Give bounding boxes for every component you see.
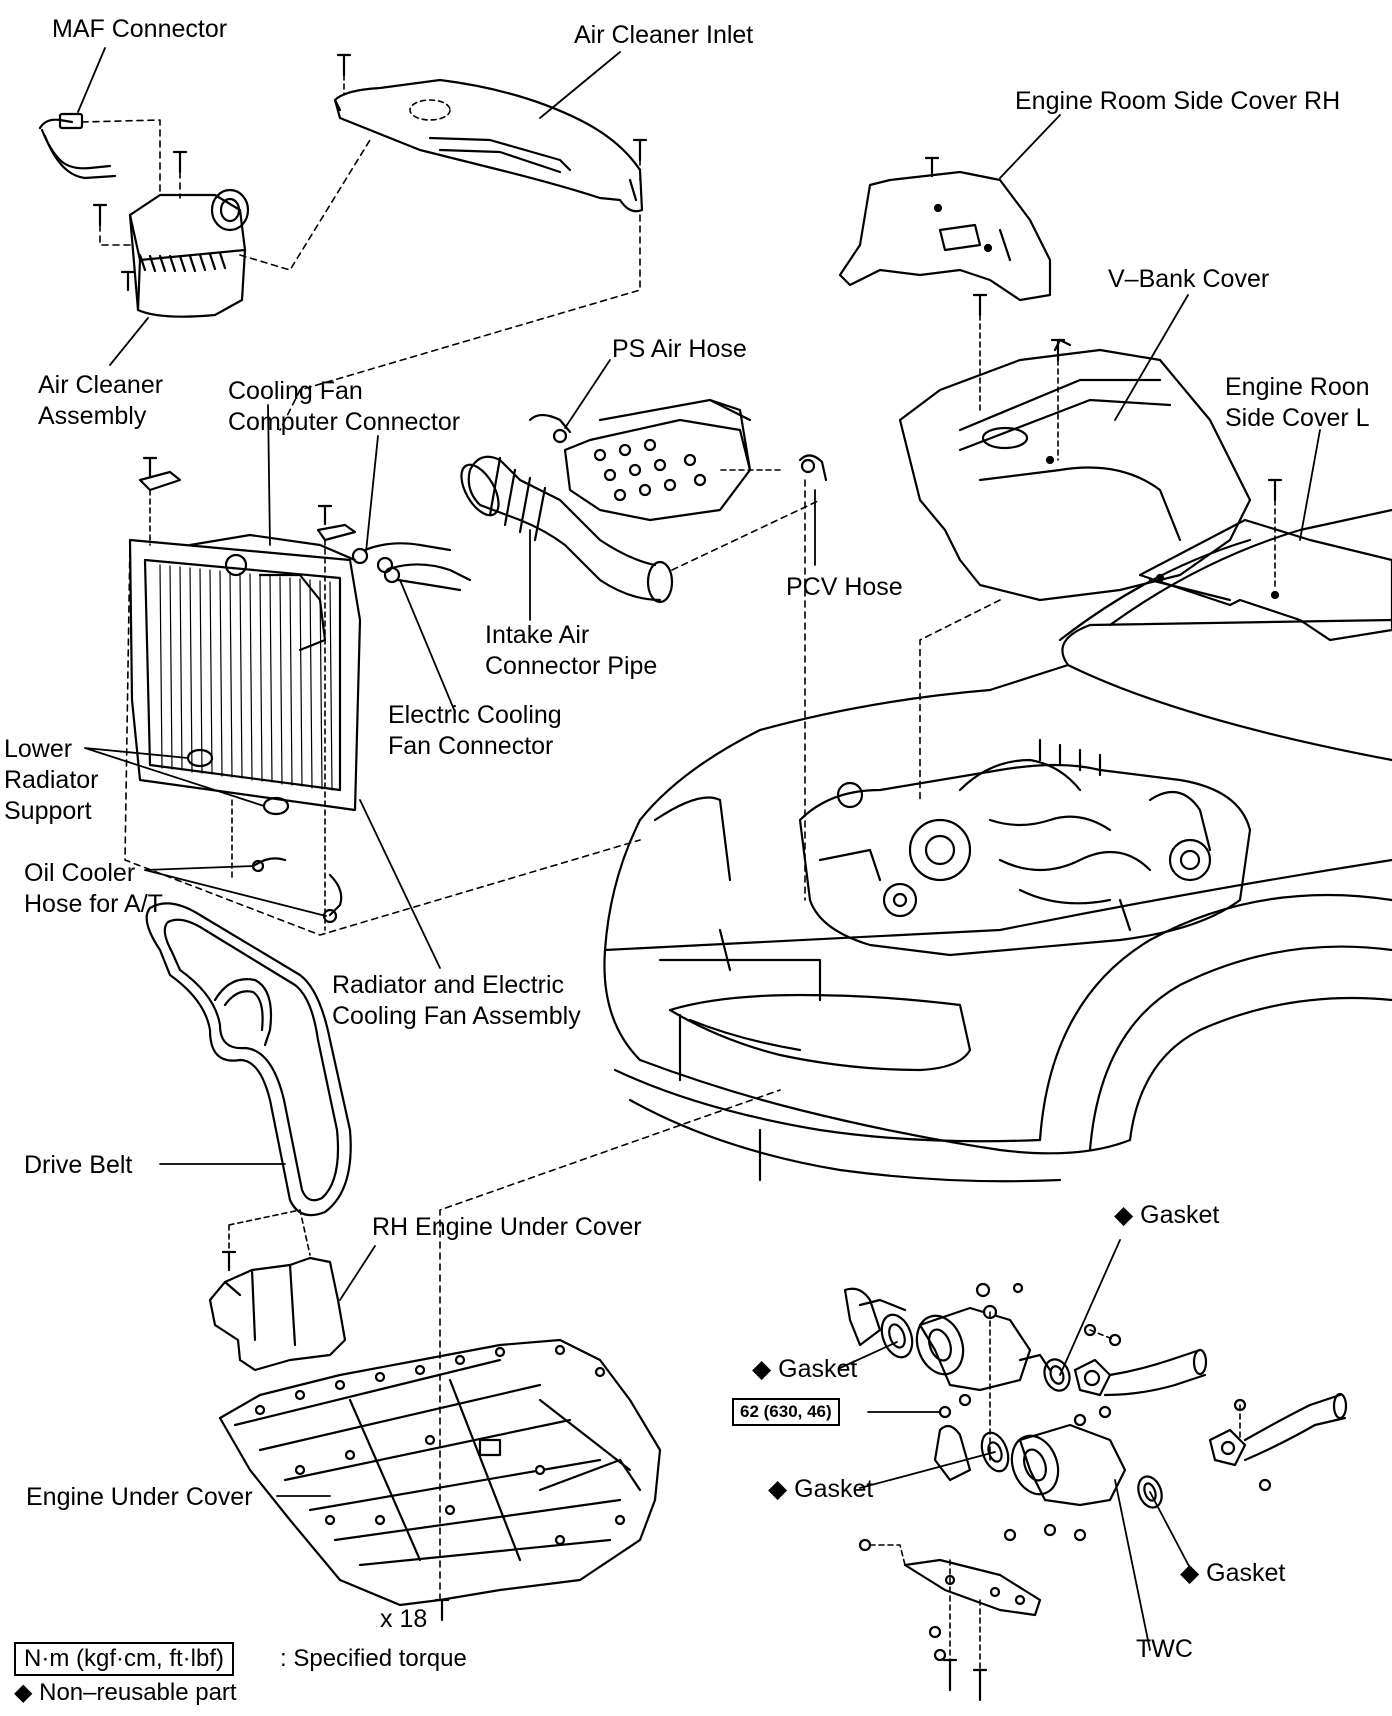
label-intake-air-connector-pipe-line1: Intake Air — [485, 621, 590, 649]
label-intake-air-connector-pipe-line2: Connector Pipe — [485, 652, 658, 680]
leader-lines — [77, 47, 1321, 1651]
v-bank-cover-drawing — [898, 338, 1252, 801]
label-cooling-fan-computer-connector-line1: Cooling Fan — [228, 377, 363, 405]
label-engine-room-side-cover-lh: Engine Roon Side Cover L — [1225, 372, 1370, 434]
label-radiator-fan-assembly-line1: Radiator and Electric — [332, 971, 565, 999]
car-body-outline — [603, 508, 1392, 1183]
engine-room-side-cover-rh-drawing — [838, 156, 1052, 411]
label-gasket-upper-right: ◆ Gasket — [1114, 1201, 1220, 1229]
label-radiator-fan-assembly: Radiator and Electric Cooling Fan Assemb… — [332, 970, 581, 1032]
label-engine-room-side-cover-lh-line1: Engine Roon — [1225, 373, 1370, 401]
ps-air-hose-drawing — [528, 398, 828, 901]
label-intake-air-connector-pipe: Intake Air Connector Pipe — [485, 620, 657, 682]
engine-assembly — [798, 738, 1252, 957]
label-cooling-fan-computer-connector: Cooling Fan Computer Connector — [228, 376, 460, 438]
label-gasket-lower-left: ◆ Gasket — [768, 1475, 874, 1503]
label-maf-connector: MAF Connector — [52, 15, 228, 43]
label-air-cleaner-inlet: Air Cleaner Inlet — [574, 21, 754, 49]
label-radiator-fan-assembly-line2: Cooling Fan Assembly — [332, 1002, 581, 1030]
label-lower-radiator-support-line1: Lower — [4, 735, 73, 763]
label-gasket-upper-left: ◆ Gasket — [752, 1355, 858, 1383]
label-twc: TWC — [1136, 1635, 1193, 1663]
air-cleaner-inlet-drawing — [279, 53, 648, 431]
engine-room-side-cover-lh-drawing — [1138, 478, 1392, 642]
label-oil-cooler-hose-line2: Hose for A/T — [24, 890, 163, 918]
label-gasket-lower-right: ◆ Gasket — [1180, 1559, 1286, 1587]
torque-spec-box: 62 (630, 46) — [732, 1398, 840, 1426]
label-v-bank-cover: V–Bank Cover — [1108, 265, 1270, 293]
drive-belt-drawing — [145, 902, 352, 1217]
label-engine-room-side-cover-lh-line2: Side Cover L — [1225, 404, 1370, 432]
label-drive-belt: Drive Belt — [24, 1151, 133, 1179]
label-lower-radiator-support-line2: Radiator — [4, 766, 99, 794]
label-ps-air-hose: PS Air Hose — [612, 335, 747, 363]
intake-air-connector-pipe-drawing — [460, 455, 821, 604]
label-air-cleaner-assembly-line1: Air Cleaner — [38, 371, 164, 399]
label-air-cleaner-assembly: Air Cleaner Assembly — [38, 370, 163, 432]
radiator-assembly-drawing — [124, 456, 641, 936]
label-electric-cooling-fan-connector: Electric Cooling Fan Connector — [388, 700, 562, 762]
legend-torque-unit-box: N·m (kgf·cm, ft·lbf) — [14, 1642, 234, 1676]
air-cleaner-assembly-drawing — [38, 112, 371, 318]
label-rh-engine-under-cover: RH Engine Under Cover — [372, 1213, 642, 1241]
label-lower-radiator-support: Lower Radiator Support — [4, 734, 99, 827]
label-oil-cooler-hose: Oil Cooler Hose for A/T — [24, 858, 163, 920]
label-lower-radiator-support-line3: Support — [4, 797, 92, 825]
label-bolt-count: x 18 — [380, 1605, 428, 1633]
rh-engine-under-cover-drawing — [208, 1209, 347, 1372]
legend-non-reusable: ◆ Non–reusable part — [14, 1679, 237, 1706]
label-electric-cooling-fan-connector-line1: Electric Cooling — [388, 701, 562, 729]
twc-exhaust-drawing — [843, 1282, 1348, 1702]
label-oil-cooler-hose-line1: Oil Cooler — [24, 859, 136, 887]
label-electric-cooling-fan-connector-line2: Fan Connector — [388, 732, 554, 760]
label-air-cleaner-assembly-line2: Assembly — [38, 402, 147, 430]
label-engine-under-cover: Engine Under Cover — [26, 1483, 253, 1511]
engine-under-cover-drawing — [218, 1089, 781, 1622]
label-cooling-fan-computer-connector-line2: Computer Connector — [228, 408, 461, 436]
label-pcv-hose: PCV Hose — [786, 573, 903, 601]
label-engine-room-side-cover-rh: Engine Room Side Cover RH — [1015, 87, 1341, 115]
legend-torque-unit-text: : Specified torque — [280, 1645, 467, 1672]
